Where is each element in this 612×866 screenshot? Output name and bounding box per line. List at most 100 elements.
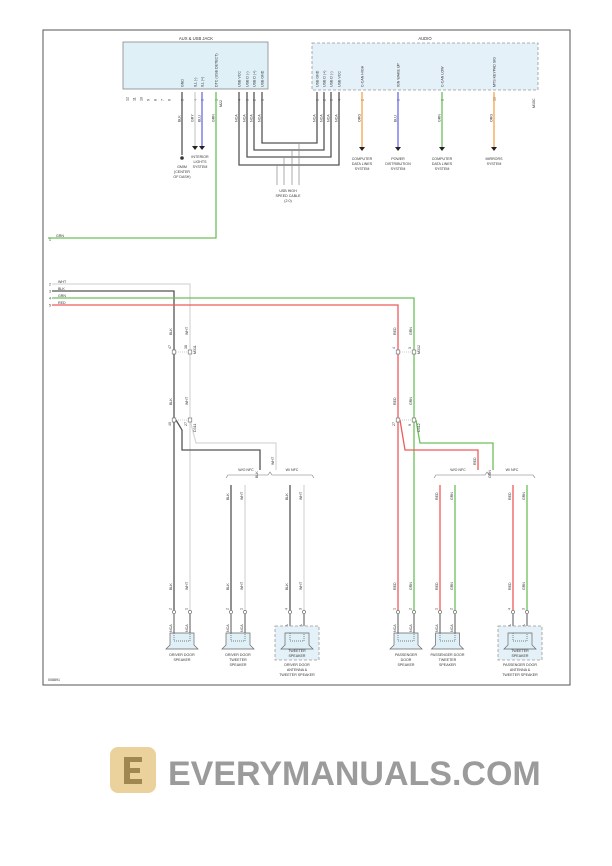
speaker-name: SPEAKER <box>398 663 415 667</box>
wire-color-label: NCA <box>335 114 339 122</box>
tweeter-label: SPEAKER <box>289 654 306 658</box>
pin-number: 10 <box>140 97 144 101</box>
blk-bus-wire <box>52 290 175 610</box>
wire-color-label: GRN <box>212 114 216 122</box>
connector-pin <box>395 349 401 355</box>
red-bus-wire <box>52 304 399 610</box>
wire-color-label: WHT <box>185 581 189 590</box>
pin-number: 1 <box>49 238 51 242</box>
with-nfc-label: W/ NFC <box>506 468 519 472</box>
speaker-name: DRIVER DOOR <box>284 663 310 667</box>
wire-color-label: WHT <box>240 491 244 500</box>
wire-color-label: ORG <box>490 114 494 122</box>
wire-color-label: RED <box>435 582 439 590</box>
speaker-name: TWEETER <box>439 658 457 662</box>
tweeter-label: TWEETER <box>288 649 306 653</box>
wire-color-label: GRN <box>409 397 413 405</box>
grn-bus-wire <box>52 297 415 610</box>
wire-color-label: NCA <box>235 114 239 122</box>
terminal-icon <box>188 610 192 614</box>
wire-color-label: BLK <box>178 115 182 122</box>
wire-color-label: GRN <box>522 582 526 590</box>
wire-color-label: WHT <box>58 280 67 284</box>
terminal-icon <box>229 610 233 614</box>
pin-number: 40 <box>168 422 172 426</box>
destination-label: DATA LINES <box>432 162 453 166</box>
destination-label: SYSTEM <box>391 167 406 171</box>
speaker-name: ANTENNA & <box>510 668 531 672</box>
pin-number: 38 <box>184 345 188 349</box>
pin-label: C-CAN HIGH <box>361 65 365 87</box>
wire-color-label: WHT <box>271 456 275 465</box>
wire-color-label: RED <box>58 301 66 305</box>
audio-title: AUDIO <box>418 36 432 41</box>
wire-color-label: WHT <box>299 581 303 590</box>
speaker-name: PASSENGER <box>395 653 418 657</box>
connector-pin <box>171 349 177 355</box>
wire-color-label: RED <box>508 492 512 500</box>
connector-id: M311 <box>193 345 197 354</box>
pin-number: 8 <box>154 99 158 101</box>
speaker-name: DRIVER DOOR <box>169 653 195 657</box>
wire-color-label: BLK <box>226 583 230 590</box>
pin-number: 9 <box>408 424 412 426</box>
terminal-icon <box>438 610 442 614</box>
pin-number: 3 <box>522 608 526 610</box>
aux-connector-id: M22 <box>219 100 223 107</box>
pin-number: 4 <box>49 297 51 301</box>
wire-color-label: BLK <box>285 493 289 500</box>
wire-color-label: RED <box>393 397 397 405</box>
pin-label: USB D (+) <box>253 71 257 87</box>
wire-color-label: ORG <box>358 114 362 122</box>
wht-bus-wire <box>52 283 191 610</box>
wire-color-label: BLK <box>169 398 173 405</box>
connector-id: D312 <box>417 423 421 432</box>
pin-number: 3 <box>408 347 412 349</box>
wire-color-label: RED <box>393 582 397 590</box>
speaker-name: TWEETER SPEAKER <box>502 673 538 677</box>
pin-number: 3 <box>299 608 303 610</box>
pin-number: 27 <box>392 422 396 426</box>
pin-label: ILL (-) <box>194 78 198 87</box>
pin-number: 2 <box>450 608 454 610</box>
pin-label: GND <box>181 79 185 87</box>
pin-label: USB VCC <box>238 71 242 87</box>
wire-color-label: BLU <box>394 115 398 122</box>
wire-color-label: BLK <box>58 287 65 291</box>
destination-label: COMPUTER <box>352 157 373 161</box>
terminal-icon <box>396 610 400 614</box>
destination-label: USB HIGH <box>279 189 297 193</box>
pin-number: 2 <box>409 608 413 610</box>
speaker-name: SPEAKER <box>230 663 247 667</box>
wire-color-label: GRN <box>56 234 64 238</box>
wire-color-label: GRN <box>409 327 413 335</box>
wire-color-label: NCA <box>320 114 324 122</box>
destination-label: SYSTEM <box>435 167 450 171</box>
pin-label: MTS KEYPAD SIG <box>493 57 497 87</box>
pin-number: 2 <box>49 283 51 287</box>
wire-color-label: BLK <box>169 328 173 335</box>
pin-number: 27 <box>184 422 188 426</box>
wire-color-label: GRN <box>450 492 454 500</box>
wire-color-label: NCA <box>185 624 189 632</box>
wire-color-label: NCA <box>243 114 247 122</box>
terminal-icon <box>412 610 416 614</box>
audio-connector-id: M15C <box>532 98 536 108</box>
wire-color-label: NCA <box>409 624 413 632</box>
watermark: EVERYMANUALS.COM <box>110 747 541 793</box>
destination-label: LIGHTS <box>194 160 208 164</box>
speaker-name: TWEETER <box>229 658 247 662</box>
wire-color-label: NCA <box>258 114 262 122</box>
pin-number: 1 <box>435 608 439 610</box>
speaker-name: PASSENGER DOOR <box>503 663 537 667</box>
tweeter-label: SPEAKER <box>512 654 529 658</box>
destination-label: (CENTER <box>174 170 190 174</box>
wire-color-label: NCA <box>435 624 439 632</box>
watermark-text: EVERYMANUALS.COM <box>168 755 541 793</box>
wire-color-label: GRN <box>58 294 66 298</box>
pin-label: IGN WAKE UP <box>397 63 401 87</box>
wire-color-label: NCA <box>226 624 230 632</box>
terminal-icon <box>172 610 176 614</box>
connector-pin <box>187 349 193 355</box>
